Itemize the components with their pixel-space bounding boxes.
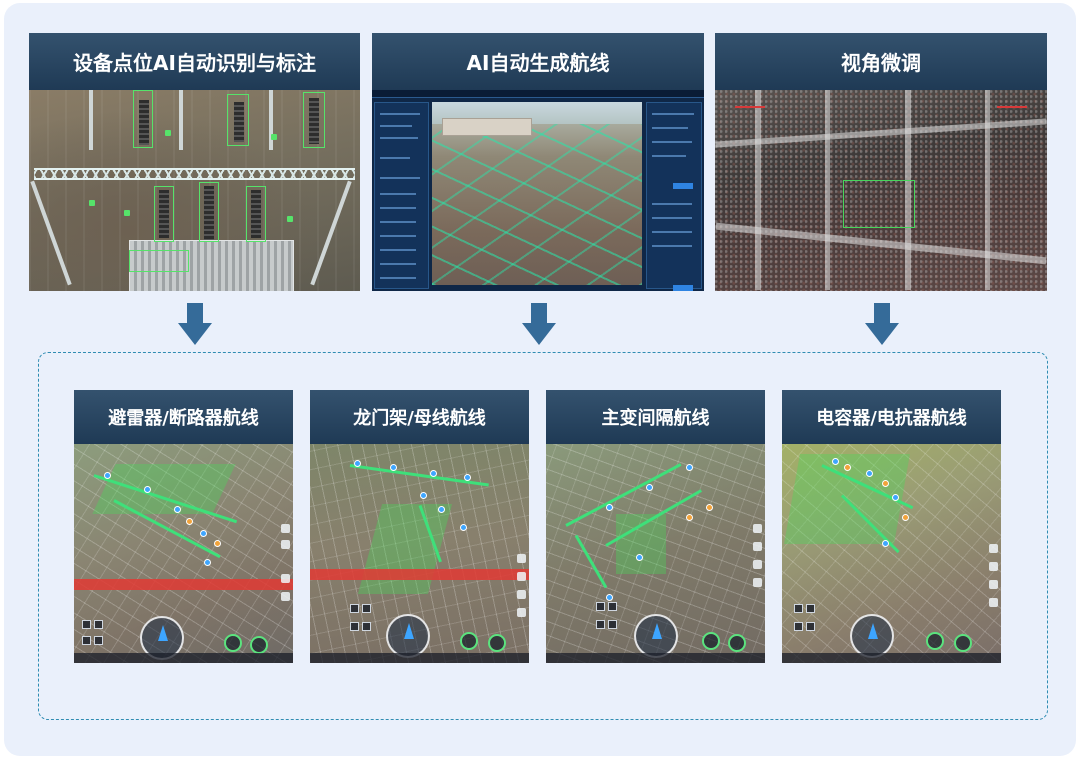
compass-icon — [850, 614, 894, 658]
route-panel-gantry-busbar: 龙门架/母线航线 — [310, 390, 529, 663]
route-panel-arrester-breaker: 避雷器/断路器航线 — [74, 390, 293, 663]
top-panel-title: 视角微调 — [715, 33, 1047, 90]
software-left-panel — [374, 102, 429, 289]
down-arrow-icon — [522, 303, 556, 347]
route-panel-title: 龙门架/母线航线 — [310, 390, 529, 444]
top-panel-title: 设备点位AI自动识别与标注 — [29, 33, 360, 90]
diagram-background: 设备点位AI自动识别与标注 — [4, 3, 1076, 756]
route-panel-title: 避雷器/断路器航线 — [74, 390, 293, 444]
compass-icon — [634, 614, 678, 658]
3d-route-view — [432, 102, 642, 285]
drone-route-view — [782, 444, 1001, 663]
compass-icon — [140, 616, 184, 660]
software-right-panel — [646, 102, 702, 291]
drone-route-view — [546, 444, 765, 663]
substation-photo — [29, 90, 360, 291]
selection-box — [843, 180, 915, 228]
drone-route-view — [310, 444, 529, 663]
point-cloud-view — [715, 90, 1047, 291]
top-panel-view-adjust: 视角微调 — [715, 33, 1047, 291]
compass-icon — [386, 614, 430, 658]
transformer — [129, 240, 294, 291]
route-panel-main-transformer-bay: 主变间隔航线 — [546, 390, 765, 663]
drone-route-view — [74, 444, 293, 663]
top-panel-title: AI自动生成航线 — [372, 33, 704, 90]
route-planning-software — [372, 90, 704, 291]
down-arrow-icon — [178, 303, 212, 347]
route-panel-title: 主变间隔航线 — [546, 390, 765, 444]
route-panel-title: 电容器/电抗器航线 — [782, 390, 1001, 444]
route-results-group — [38, 352, 1048, 720]
top-panel-route-generation: AI自动生成航线 — [372, 33, 704, 291]
route-panel-capacitor-reactor: 电容器/电抗器航线 — [782, 390, 1001, 663]
top-panel-ai-recognition: 设备点位AI自动识别与标注 — [29, 33, 360, 291]
down-arrow-icon — [865, 303, 899, 347]
